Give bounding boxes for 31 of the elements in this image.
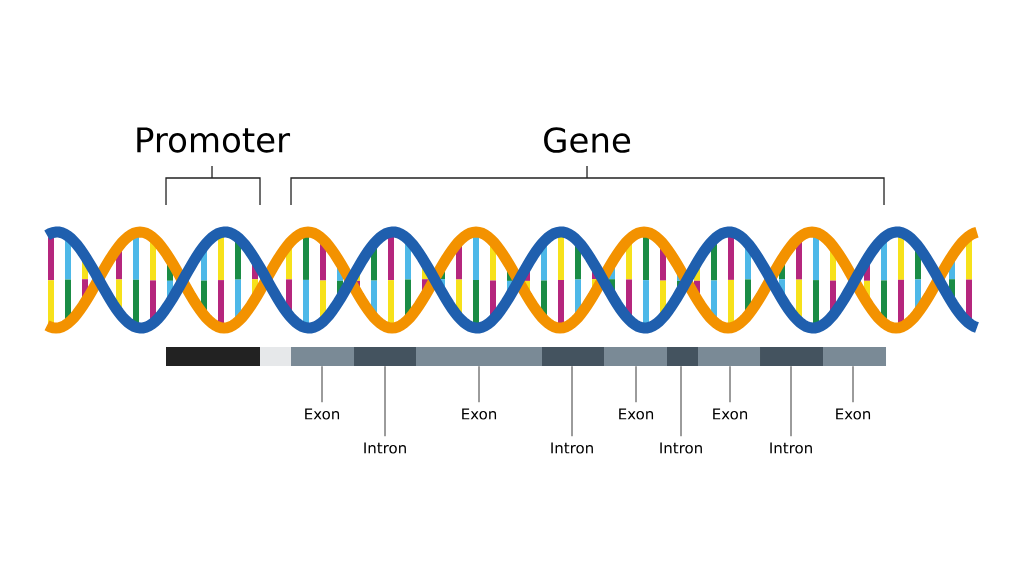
leader-line — [384, 365, 386, 437]
leader-line — [680, 365, 682, 437]
segment-label: Exon — [619, 408, 654, 420]
gene-segment — [698, 347, 760, 366]
segment-label: Intron — [770, 442, 812, 454]
leader-line — [635, 365, 637, 403]
segment-label: Intron — [660, 442, 702, 454]
leader-line — [790, 365, 792, 437]
gene-segment — [760, 347, 823, 366]
segment-label: Intron — [551, 442, 593, 454]
leader-line — [729, 365, 731, 403]
gene-segment — [416, 347, 542, 366]
gene-segment — [667, 347, 698, 366]
leader-line — [571, 365, 573, 437]
heading: Gene — [544, 127, 631, 153]
segment-label: Exon — [836, 408, 871, 420]
leader-line — [478, 365, 480, 403]
leader-line — [852, 365, 854, 403]
gene-segment — [354, 347, 416, 366]
segment-label: Intron — [364, 442, 406, 454]
heading: Promoter — [137, 127, 291, 153]
segment-label: Exon — [462, 408, 497, 420]
gene-segment — [604, 347, 667, 366]
gene-segment — [291, 347, 354, 366]
segment-label: Exon — [305, 408, 340, 420]
segment-label: Exon — [713, 408, 748, 420]
gene-segment — [542, 347, 604, 366]
gene-segment — [823, 347, 886, 366]
promoter-bar — [166, 347, 260, 366]
spacer-bar — [260, 347, 291, 366]
leader-line — [321, 365, 323, 403]
